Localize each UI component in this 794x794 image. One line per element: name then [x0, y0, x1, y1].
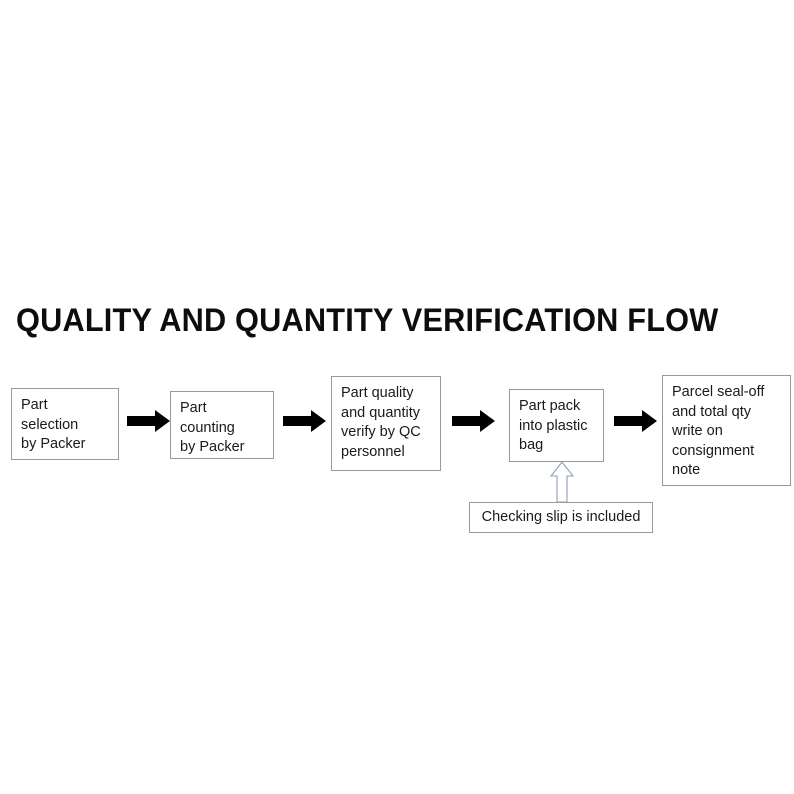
process-box-part-counting[interactable]: Part counting by Packer: [170, 391, 274, 459]
process-box-parcel-seal-off[interactable]: Parcel seal-off and total qty write on c…: [662, 375, 791, 486]
note-box-checking-slip[interactable]: Checking slip is included: [469, 502, 653, 533]
arrow-right-icon-1: [127, 410, 170, 432]
arrow-right-icon-2: [283, 410, 326, 432]
arrow-right-icon-4: [614, 410, 657, 432]
arrow-right-icon-3: [452, 410, 495, 432]
process-box-part-pack[interactable]: Part pack into plastic bag: [509, 389, 604, 462]
arrow-up-hollow-icon: [549, 461, 575, 503]
page-title: QUALITY AND QUANTITY VERIFICATION FLOW: [16, 302, 719, 338]
process-box-part-selection[interactable]: Part selection by Packer: [11, 388, 119, 460]
process-box-quality-quantity-verify[interactable]: Part quality and quantity verify by QC p…: [331, 376, 441, 471]
